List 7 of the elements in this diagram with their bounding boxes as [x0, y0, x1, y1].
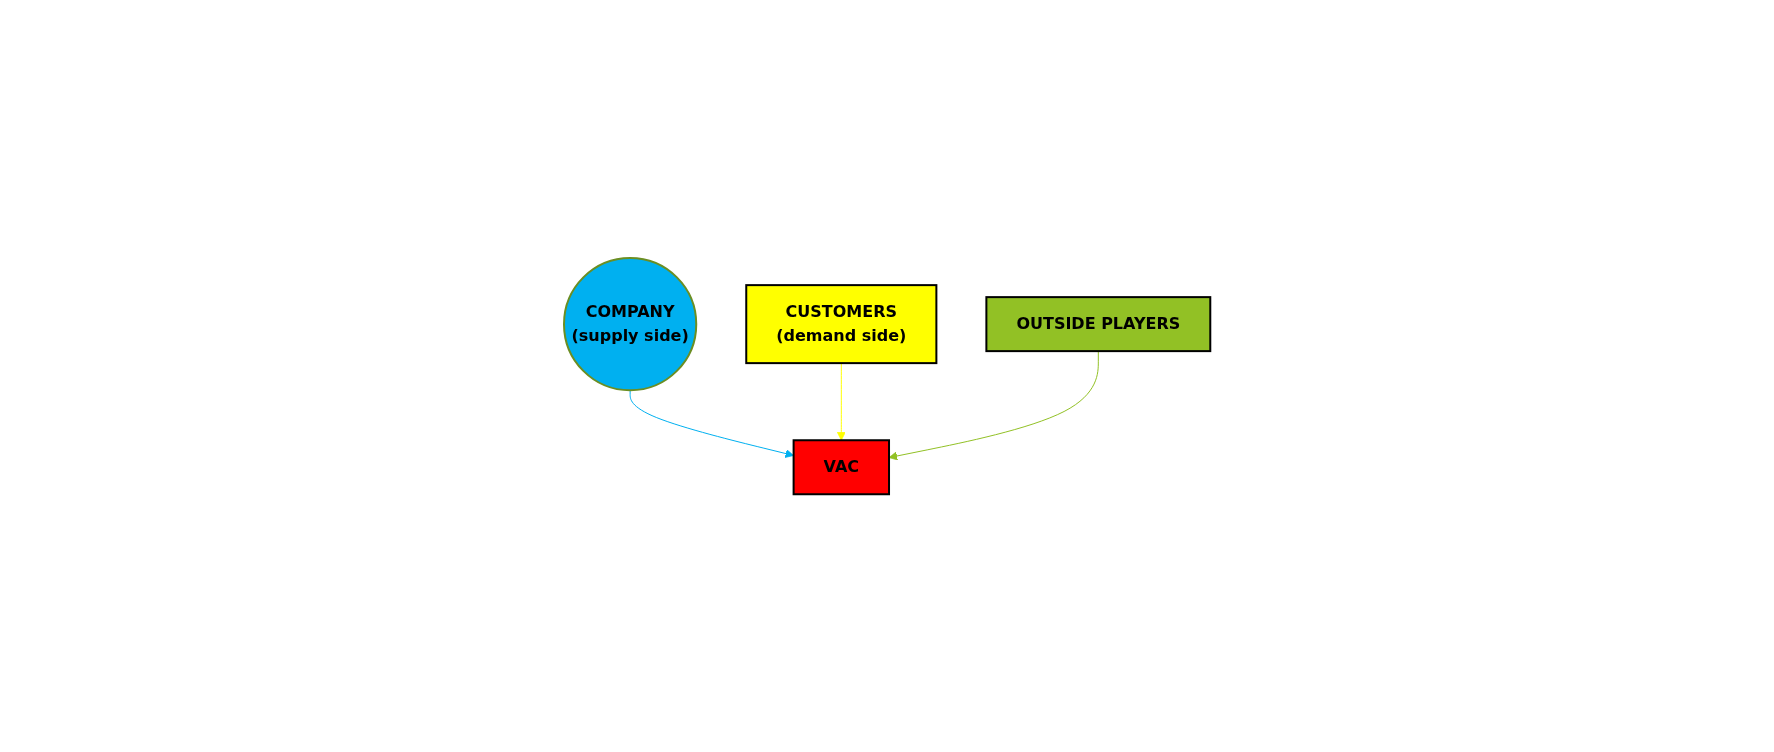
arrow: [888, 350, 1099, 461]
node-box: CUSTOMERS (demand side): [745, 284, 938, 364]
arrow: [629, 389, 794, 458]
node-box: OUTSIDE PLAYERS: [985, 296, 1212, 352]
arrow: [836, 362, 846, 441]
node-box: VAC: [792, 439, 890, 496]
node-circle: COMPANY (supply side): [562, 256, 698, 392]
